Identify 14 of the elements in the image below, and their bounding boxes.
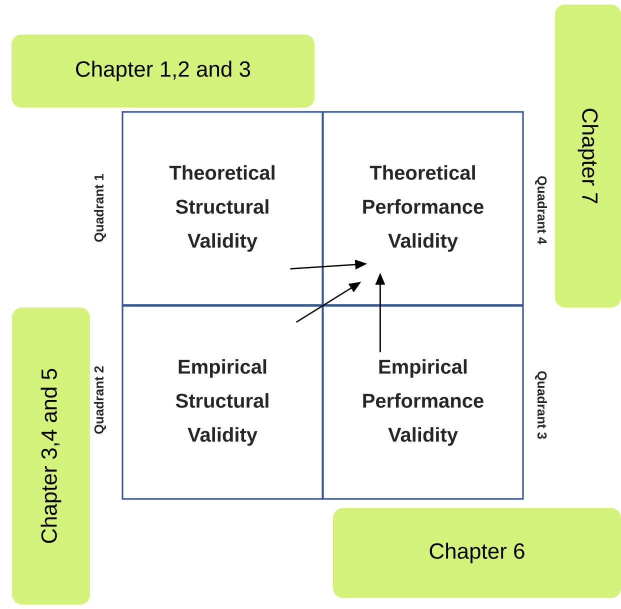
chapter-tab: Chapter 1,2 and 3 bbox=[12, 34, 314, 108]
quadrant-cell: Theoretical Structural Validity bbox=[122, 111, 324, 306]
quadrant-label: Quadrant 4 bbox=[535, 176, 547, 244]
quadrant-cell: Empirical Performance Validity bbox=[322, 305, 524, 500]
quadrant-label: Quadrant 1 bbox=[94, 174, 106, 242]
quadrant-cell: Theoretical Performance Validity bbox=[322, 111, 524, 306]
arrow bbox=[375, 272, 386, 352]
quadrant-label: Quadrant 3 bbox=[535, 371, 547, 439]
quadrant-label: Quadrant 2 bbox=[94, 366, 106, 434]
quadrant-cell: Empirical Structural Validity bbox=[122, 305, 324, 500]
chapter-tab: Chapter 7 bbox=[555, 4, 621, 308]
chapter-tab: Chapter 6 bbox=[333, 508, 621, 598]
chapter-tab: Chapter 3,4 and 5 bbox=[12, 307, 90, 604]
arrow bbox=[290, 260, 368, 270]
